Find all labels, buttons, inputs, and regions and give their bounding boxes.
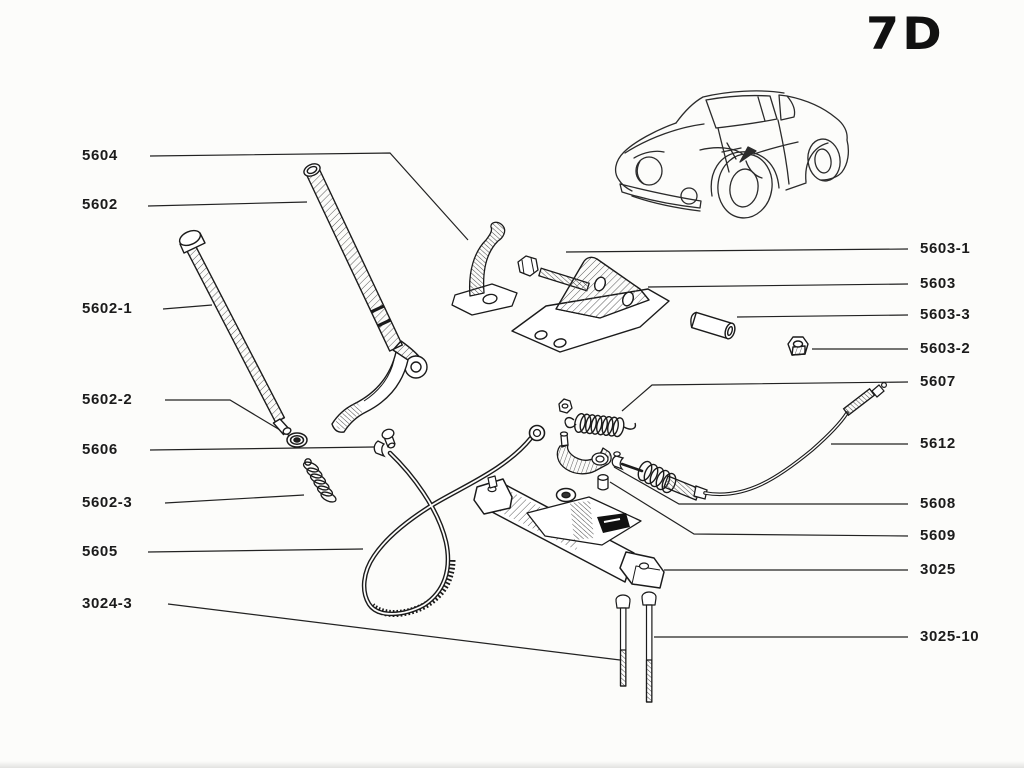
part-3025-crossmember-drawing	[473, 475, 665, 589]
leader-5607	[621, 381, 909, 412]
part-label-5603-3: 5603-3	[920, 306, 971, 323]
part-label-5608: 5608	[920, 495, 956, 512]
car-location-sketch	[614, 90, 849, 219]
part-5602-3-spring-drawing	[302, 458, 337, 503]
part-5607-spring-drawing	[564, 412, 637, 438]
leader-5608	[613, 466, 908, 505]
part-5612-cable-drawing	[611, 382, 887, 501]
part-label-5603-1: 5603-1	[920, 240, 971, 257]
handbrake-position-arrow	[721, 141, 799, 179]
part-label-3024-3: 3024-3	[82, 595, 133, 612]
part-5602-lever-drawing	[303, 163, 428, 433]
part-5603-3-pin-drawing	[690, 311, 736, 340]
leader-3024-3	[167, 603, 621, 661]
washer-drawing	[555, 487, 577, 503]
part-label-5603-2: 5603-2	[920, 340, 971, 357]
part-label-5603: 5603	[920, 275, 956, 292]
part-5602-2-washer-drawing	[286, 432, 308, 448]
part-label-5605: 5605	[82, 543, 118, 560]
leader-5604	[149, 152, 469, 241]
part-5603-bracket-drawing	[511, 256, 670, 353]
part-5605-cable-drawing	[361, 424, 546, 617]
leader-5603	[647, 283, 909, 288]
part-label-5602-3: 5602-3	[82, 494, 133, 511]
part-3025-10-bolt-drawing	[641, 591, 657, 703]
part-label-5606: 5606	[82, 441, 118, 458]
part-label-5602: 5602	[82, 196, 118, 213]
leader-5605	[147, 548, 364, 553]
part-label-5612: 5612	[920, 435, 956, 452]
part-label-5604: 5604	[82, 147, 118, 164]
part-label-3025-10: 3025-10	[920, 628, 980, 645]
part-label-5607: 5607	[920, 373, 956, 390]
leader-5602-2	[165, 399, 291, 437]
leader-lines	[147, 152, 909, 661]
leader-5602-1	[162, 304, 213, 310]
part-5602-1-rod-drawing	[178, 229, 292, 436]
leader-5603-3	[736, 314, 909, 318]
leader-5606	[149, 446, 375, 451]
part-3024-3-bolt-drawing	[615, 594, 631, 687]
part-5603-2-nut-drawing	[787, 336, 809, 356]
leader-5602	[147, 201, 308, 207]
part-5604-pawl-drawing	[451, 221, 518, 316]
part-label-3025: 3025	[920, 561, 956, 578]
part-5608-bushing-drawing	[597, 474, 609, 491]
page-section-code: 7D	[866, 8, 945, 61]
part-label-5602-2: 5602-2	[82, 391, 133, 408]
leader-5603-1	[565, 248, 909, 253]
part-5606-pin-drawing	[381, 428, 396, 449]
small-nut-drawing	[558, 398, 573, 414]
part-5609-lever-drawing	[556, 431, 612, 475]
leader-5602-3	[164, 494, 305, 504]
part-label-5609: 5609	[920, 527, 956, 544]
part-label-5602-1: 5602-1	[82, 300, 133, 317]
leader-5609	[609, 481, 909, 537]
scan-edge-shadow	[0, 761, 1024, 768]
